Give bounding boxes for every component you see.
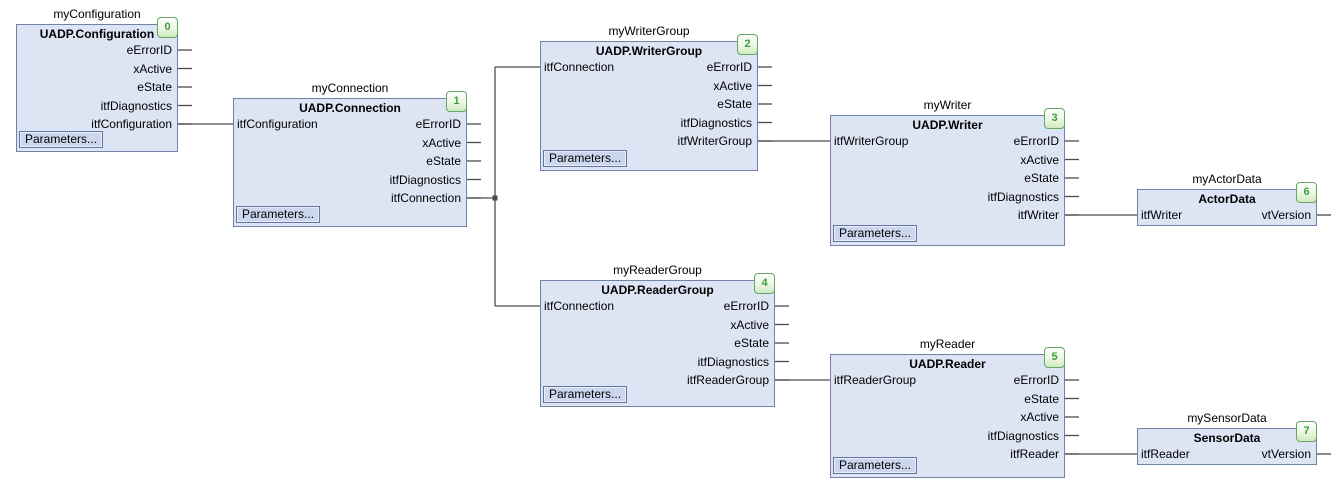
output-port-itfDiagnostics[interactable]: itfDiagnostics xyxy=(987,428,1059,443)
instance-name-myReaderGroup[interactable]: myReaderGroup xyxy=(613,263,702,277)
function-block-myWriterGroup[interactable]: UADP.WriterGroup itfConnection eErrorID xAc… xyxy=(540,41,758,171)
output-port-itfDiagnostics[interactable]: itfDiagnostics xyxy=(680,115,752,130)
output-port-itfWriter[interactable]: itfWriter xyxy=(1017,208,1059,222)
output-port-itfDiagnostics[interactable]: itfDiagnostics xyxy=(100,98,172,113)
output-port-eErrorID[interactable]: eErrorID xyxy=(706,60,752,74)
block-type-title: UADP.ReaderGroup xyxy=(601,283,714,297)
input-port-itfReaderGroup[interactable]: itfReaderGroup xyxy=(834,373,917,387)
output-port-vtVersion[interactable]: vtVersion xyxy=(1261,447,1311,461)
block-type-title: UADP.Writer xyxy=(912,118,983,132)
output-port-xActive[interactable]: xActive xyxy=(1020,410,1059,424)
block-type-title: UADP.WriterGroup xyxy=(595,44,703,58)
input-port-itfConnection[interactable]: itfConnection xyxy=(544,299,615,313)
instance-name-myWriter[interactable]: myWriter xyxy=(923,98,972,112)
execution-order-badge: 3 xyxy=(1044,108,1065,129)
instance-name-mySensorData[interactable]: mySensorData xyxy=(1187,411,1267,425)
output-port-eState[interactable]: eState xyxy=(734,336,769,350)
instance-name-myConfiguration[interactable]: myConfiguration xyxy=(53,7,141,21)
function-block-myActorData[interactable]: ActorData itfWriter vtVersion xyxy=(1137,189,1317,226)
output-port-eState[interactable]: eState xyxy=(137,80,172,94)
output-port-itfReaderGroup[interactable]: itfReaderGroup xyxy=(686,373,769,387)
output-port-eState[interactable]: eState xyxy=(717,97,752,111)
instance-name-myConnection[interactable]: myConnection xyxy=(311,81,389,95)
output-port-eErrorID[interactable]: eErrorID xyxy=(1013,134,1059,148)
block-type-title: UADP.Configuration xyxy=(39,27,155,41)
execution-order-badge: 4 xyxy=(754,273,775,294)
function-block-myConnection[interactable]: UADP.Connection itfConfiguration eErrorID x… xyxy=(233,98,467,227)
output-port-itfConnection[interactable]: itfConnection xyxy=(390,191,461,205)
execution-order-badge: 0 xyxy=(157,17,178,38)
parameters-button[interactable]: Parameters... xyxy=(833,457,918,474)
instance-name-myActorData[interactable]: myActorData xyxy=(1192,172,1262,186)
parameters-button[interactable]: Parameters... xyxy=(19,131,104,148)
block-type-title: UADP.Reader xyxy=(909,357,986,371)
instance-name-myReader[interactable]: myReader xyxy=(919,337,976,351)
output-port-itfWriterGroup[interactable]: itfWriterGroup xyxy=(677,134,752,148)
block-type-title: ActorData xyxy=(1198,192,1256,206)
function-block-myConfiguration[interactable]: UADP.Configuration eErrorID xActive eState i… xyxy=(16,24,178,152)
input-port-itfWriterGroup[interactable]: itfWriterGroup xyxy=(834,134,909,148)
instance-name-myWriterGroup[interactable]: myWriterGroup xyxy=(608,24,690,38)
output-port-eErrorID[interactable]: eErrorID xyxy=(1013,373,1059,387)
function-block-myReader[interactable]: UADP.Reader itfReaderGroup eErrorID eState x… xyxy=(830,354,1065,478)
wire-junction-dot xyxy=(492,195,498,201)
execution-order-badge: 1 xyxy=(446,91,467,112)
execution-order-badge: 2 xyxy=(737,34,758,55)
execution-order-badge: 6 xyxy=(1296,182,1317,203)
block-type-title: SensorData xyxy=(1193,431,1261,445)
execution-order-badge: 5 xyxy=(1044,347,1065,368)
output-port-xActive[interactable]: xActive xyxy=(133,61,172,76)
output-port-itfDiagnostics[interactable]: itfDiagnostics xyxy=(389,172,461,187)
output-port-itfReader[interactable]: itfReader xyxy=(1010,447,1059,461)
input-port-itfWriter[interactable]: itfWriter xyxy=(1141,208,1183,222)
parameters-button[interactable]: Parameters... xyxy=(236,206,321,223)
parameters-button[interactable]: Parameters... xyxy=(543,386,628,403)
input-port-itfConfiguration[interactable]: itfConfiguration xyxy=(237,117,318,131)
output-port-vtVersion[interactable]: vtVersion xyxy=(1261,208,1311,222)
output-port-eState[interactable]: eState xyxy=(426,154,461,168)
output-port-eState[interactable]: eState xyxy=(1024,391,1059,406)
output-port-eErrorID[interactable]: eErrorID xyxy=(723,299,769,313)
output-port-itfConfiguration[interactable]: itfConfiguration xyxy=(91,117,172,131)
output-port-xActive[interactable]: xActive xyxy=(1020,152,1059,167)
function-block-myReaderGroup[interactable]: UADP.ReaderGroup itfConnection eErrorID xAc… xyxy=(540,280,775,407)
output-port-itfDiagnostics[interactable]: itfDiagnostics xyxy=(987,189,1059,204)
output-port-xActive[interactable]: xActive xyxy=(422,135,461,150)
output-port-eErrorID[interactable]: eErrorID xyxy=(415,117,461,131)
output-port-itfDiagnostics[interactable]: itfDiagnostics xyxy=(697,354,769,369)
output-port-eErrorID[interactable]: eErrorID xyxy=(126,43,172,57)
input-port-itfReader[interactable]: itfReader xyxy=(1141,447,1190,461)
parameters-button[interactable]: Parameters... xyxy=(543,150,628,167)
parameters-button[interactable]: Parameters... xyxy=(833,225,918,242)
output-port-xActive[interactable]: xActive xyxy=(713,78,752,93)
output-port-xActive[interactable]: xActive xyxy=(730,317,769,332)
block-type-title: UADP.Connection xyxy=(299,101,401,115)
input-port-itfConnection[interactable]: itfConnection xyxy=(544,60,615,74)
execution-order-badge: 7 xyxy=(1296,421,1317,442)
output-port-eState[interactable]: eState xyxy=(1024,171,1059,185)
